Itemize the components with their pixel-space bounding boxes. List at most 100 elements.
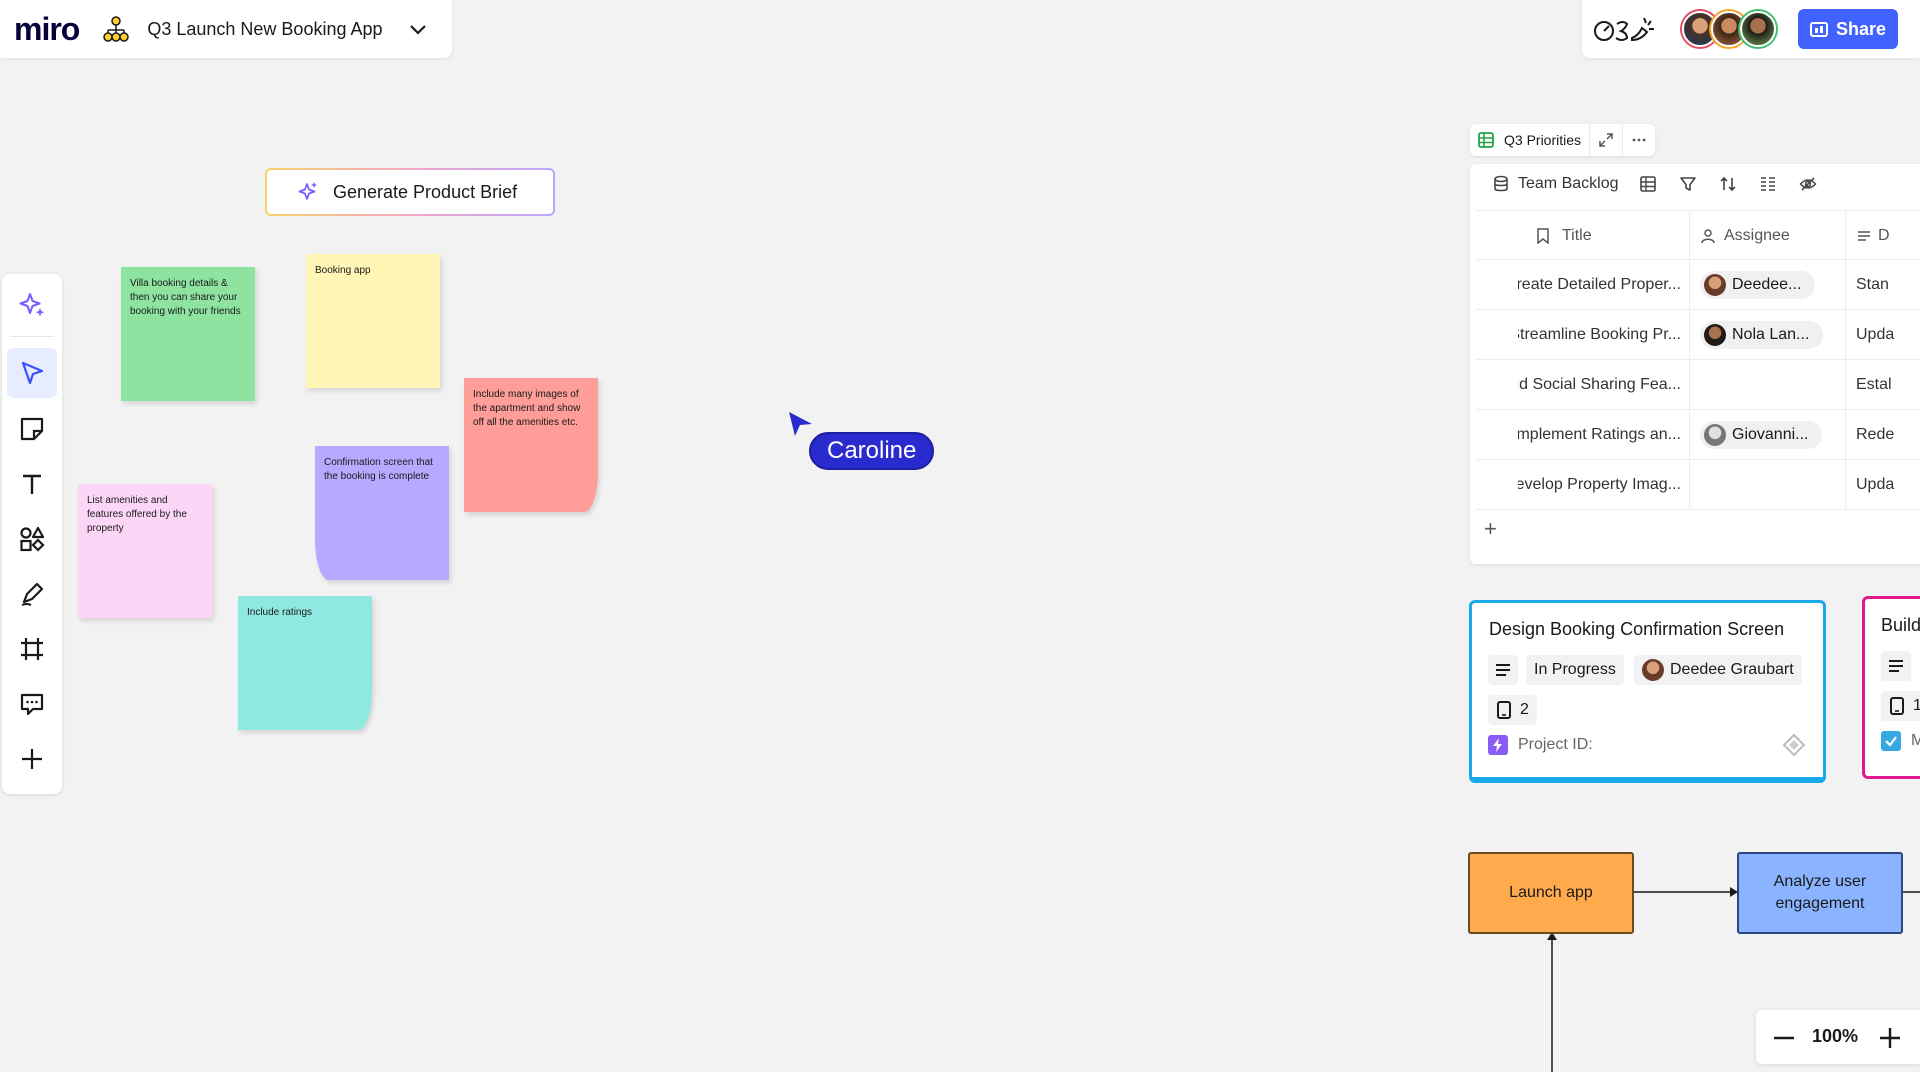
row-description-cell[interactable]: Upda (1856, 326, 1895, 343)
row-description-cell[interactable]: Rede (1856, 426, 1895, 443)
row-assignee-cell[interactable] (1690, 460, 1846, 510)
assignee-pill[interactable]: Deedee Graubart (1634, 655, 1802, 685)
column-header-assignee[interactable]: Assignee (1690, 211, 1846, 261)
subtask-count-pill[interactable]: 2 (1488, 695, 1537, 725)
add-tool[interactable] (7, 734, 57, 784)
sticky-note[interactable]: Booking app (306, 254, 440, 388)
checklist-field[interactable]: M (1881, 731, 1920, 751)
row-selector[interactable] (1476, 260, 1518, 310)
table-title-chip[interactable]: Q3 Priorities (1470, 124, 1656, 156)
assignee-chip[interactable]: Nola Lan... (1700, 321, 1824, 349)
table-row[interactable]: Create Detailed Proper... Deedee... Stan (1476, 260, 1920, 310)
board-org-icon[interactable] (101, 14, 131, 44)
pen-tool[interactable] (7, 569, 57, 619)
card-title[interactable]: Design Booking Confirmation Screen (1489, 619, 1785, 639)
row-description-cell[interactable]: Upda (1856, 476, 1895, 493)
row-description-cell[interactable]: Estal (1856, 376, 1892, 393)
ai-assist-tool[interactable] (7, 280, 57, 330)
sort-icon[interactable] (1719, 175, 1737, 193)
checkbox-checked-icon[interactable] (1881, 731, 1901, 751)
row-title-cell[interactable]: Streamline Booking Pr... (1518, 310, 1690, 360)
row-assignee-cell[interactable]: Giovanni... (1690, 410, 1846, 460)
row-title-cell[interactable]: Add Social Sharing Fea... (1518, 360, 1690, 410)
miro-logo[interactable]: miro (14, 10, 80, 47)
avatar (1642, 659, 1664, 681)
board-title[interactable]: Q3 Launch New Booking App (147, 18, 383, 39)
row-selector[interactable] (1476, 360, 1518, 410)
sparkle-icon (19, 293, 45, 317)
table-row[interactable]: Add Social Sharing Fea... Estal (1476, 360, 1920, 410)
sticky-note[interactable]: Confirmation screen that the booking is … (315, 446, 449, 580)
flow-node[interactable]: Launch app (1468, 852, 1634, 934)
status-pill[interactable]: In Progress (1526, 655, 1624, 685)
frame-icon (21, 638, 43, 660)
filter-icon[interactable] (1679, 175, 1697, 193)
description-pill[interactable] (1881, 651, 1911, 681)
frame-tool[interactable] (7, 624, 57, 674)
sticky-note[interactable]: Include ratings (238, 596, 372, 730)
checklist-label: M (1911, 732, 1920, 749)
table-view-label[interactable]: Team Backlog (1518, 175, 1619, 192)
reactions-icon[interactable] (1592, 12, 1658, 46)
table-toolbar: Team Backlog (1470, 164, 1920, 204)
zoom-level[interactable]: 100% (1812, 1026, 1859, 1046)
description-pill[interactable] (1488, 655, 1518, 685)
sticky-note[interactable]: List amenities and features offered by t… (78, 484, 212, 618)
subtask-count-pill[interactable]: 1 (1881, 691, 1920, 721)
sticky-note[interactable]: Villa booking details & then you can sha… (121, 267, 255, 401)
shapes-tool[interactable] (7, 514, 57, 564)
project-field[interactable]: Project ID: (1488, 735, 1593, 755)
more-options-button[interactable] (1623, 124, 1655, 156)
assignee-chip[interactable]: Giovanni... (1700, 421, 1823, 449)
comment-tool[interactable] (7, 679, 57, 729)
grid-view-icon[interactable] (1639, 175, 1657, 193)
group-icon[interactable] (1759, 175, 1777, 193)
add-row-button[interactable]: + (1484, 516, 1497, 542)
row-selector[interactable] (1476, 460, 1518, 510)
select-tool[interactable] (7, 348, 57, 398)
table-row[interactable]: Implement Ratings an... Giovanni... Rede (1476, 410, 1920, 460)
row-title-cell[interactable]: Develop Property Imag... (1518, 460, 1690, 510)
avatar[interactable] (1740, 11, 1776, 47)
assignee-chip[interactable]: Deedee... (1700, 271, 1816, 299)
zoom-out-button[interactable] (1772, 1026, 1796, 1050)
task-card[interactable]: Design Booking Confirmation Screen In Pr… (1469, 600, 1826, 783)
tablet-icon (1890, 697, 1904, 715)
subtask-count: 2 (1520, 701, 1529, 718)
row-selector[interactable] (1476, 310, 1518, 360)
table-row[interactable]: Streamline Booking Pr... Nola Lan... Upd… (1476, 310, 1920, 360)
flow-node-label: Launch app (1509, 884, 1593, 901)
expand-button[interactable] (1590, 124, 1624, 156)
database-icon[interactable] (1492, 175, 1510, 193)
row-title-cell[interactable]: Create Detailed Proper... (1518, 260, 1690, 310)
row-assignee-cell[interactable]: Deedee... (1690, 260, 1846, 310)
share-button[interactable]: Share (1798, 9, 1898, 49)
sticky-note-tool[interactable] (7, 404, 57, 454)
zoom-in-button[interactable] (1878, 1026, 1902, 1050)
row-assignee-cell[interactable] (1690, 360, 1846, 410)
flow-node[interactable]: Analyze user engagement (1737, 852, 1903, 934)
row-selector[interactable] (1476, 410, 1518, 460)
table-row[interactable]: Develop Property Imag... Upda (1476, 460, 1920, 510)
text-lines-icon (1858, 231, 1870, 241)
comment-icon (20, 693, 44, 716)
task-card[interactable]: Build 1 M (1862, 596, 1920, 779)
chevron-down-icon[interactable] (407, 18, 429, 40)
sticky-note[interactable]: Include many images of the apartment and… (464, 378, 598, 512)
text-tool[interactable] (7, 459, 57, 509)
table-title-segment[interactable]: Q3 Priorities (1470, 124, 1591, 156)
avatar (1704, 274, 1726, 296)
assignee-name: Nola Lan... (1732, 326, 1810, 343)
column-header-description[interactable]: D (1846, 211, 1920, 261)
column-header-title[interactable]: Title (1518, 211, 1690, 261)
avatar[interactable] (1711, 11, 1747, 47)
hide-fields-icon[interactable] (1798, 175, 1817, 193)
collaborator-cursor-icon (789, 412, 812, 436)
row-description-cell[interactable]: Stan (1856, 276, 1889, 293)
row-title-cell[interactable]: Implement Ratings an... (1518, 410, 1690, 460)
generate-product-brief-button[interactable]: Generate Product Brief (265, 168, 555, 216)
sparkle-icon (298, 182, 317, 200)
table-widget[interactable]: Team Backlog Title (1470, 164, 1920, 564)
row-assignee-cell[interactable]: Nola Lan... (1690, 310, 1846, 360)
card-title[interactable]: Build (1881, 615, 1920, 635)
